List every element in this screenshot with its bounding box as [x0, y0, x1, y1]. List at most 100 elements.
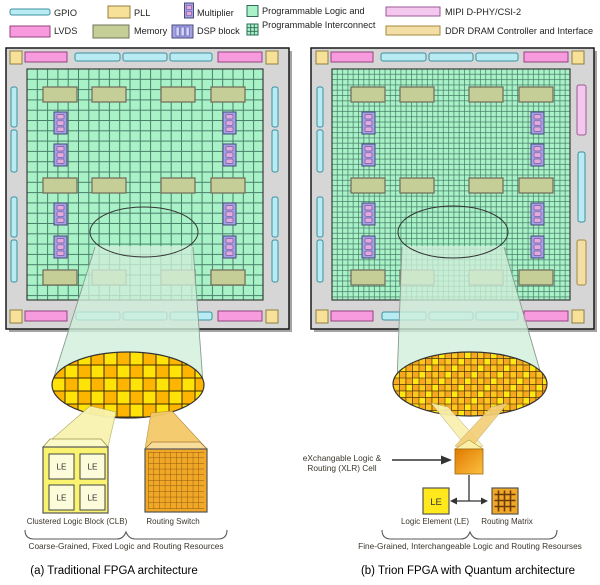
pll-corner	[265, 50, 279, 65]
right-caption: (b) Trion FPGA with Quantum architecture	[361, 565, 575, 577]
multiplier-block	[53, 143, 68, 167]
legend-label-prog-interconnect: Programmable Interconnect	[262, 20, 376, 30]
gpio-bar	[271, 196, 279, 238]
multiplier-block	[53, 111, 68, 135]
ddr-bar	[576, 239, 587, 286]
gpio-bar	[380, 52, 427, 62]
gpio-bar	[316, 239, 324, 283]
routing-switch-label: Routing Switch	[146, 517, 199, 526]
left-brace	[24, 529, 228, 540]
io-ring-sides	[316, 84, 587, 286]
memory-block	[160, 86, 196, 103]
le-label: LE	[56, 463, 67, 472]
multiplier-block	[530, 235, 545, 259]
memory-block	[468, 177, 504, 194]
xlr-label-line1: eXchangable Logic &	[303, 453, 382, 463]
programmable-interconnect-icon	[246, 23, 259, 36]
lvds-bar	[217, 310, 263, 322]
magnified-fabric-coarse	[51, 351, 205, 419]
le-cell	[422, 487, 450, 515]
le-cell	[48, 453, 75, 480]
gpio-bar	[10, 196, 18, 238]
programmable-logic-icon	[246, 5, 259, 17]
legend-item-gpio: GPIO	[9, 8, 77, 18]
legend-item-programmable: Programmable Logic and Programmable Inte…	[246, 5, 376, 36]
gpio-bar	[10, 86, 18, 128]
lvds-bar	[24, 310, 68, 322]
multiplier-block	[361, 143, 376, 167]
lvds-bar	[24, 51, 68, 63]
gpio-bar	[271, 129, 279, 173]
io-ring-top	[315, 50, 585, 65]
le-label: LE	[56, 494, 67, 503]
legend-item-lvds: LVDS	[9, 25, 77, 38]
gpio-bar	[10, 129, 18, 173]
memory-block	[518, 177, 554, 194]
gpio-bar	[428, 52, 474, 62]
multiplier-block	[530, 111, 545, 135]
gpio-bar	[122, 52, 168, 62]
memory-block	[350, 86, 386, 103]
routing-switch-roof	[144, 441, 208, 450]
pll-corner	[9, 309, 23, 324]
legend-label-dsp: DSP block	[197, 26, 240, 36]
memory-block	[518, 86, 554, 103]
gpio-bar	[10, 239, 18, 283]
routing-switch-grid	[148, 452, 204, 509]
right-brace	[381, 529, 558, 540]
legend-item-multiplier: Multiplier	[184, 2, 234, 19]
memory-block	[350, 269, 386, 286]
multiplier-block	[361, 235, 376, 259]
lvds-bar	[217, 51, 263, 63]
left-magnifier	[51, 206, 205, 419]
left-detail: LE LE LE LE Clustered Logic Block (CLB) …	[24, 405, 228, 577]
legend-label-gpio: GPIO	[54, 8, 77, 18]
memory-block	[210, 177, 246, 194]
legend-item-pll: PLL	[107, 5, 150, 19]
memory-block	[518, 269, 554, 286]
le-label: LE	[430, 497, 442, 508]
clb-roof	[42, 438, 109, 448]
zoom-cone	[52, 246, 203, 382]
multiplier-block	[530, 143, 545, 167]
legend-label-lvds: LVDS	[54, 26, 77, 36]
legend-label-ddr: DDR DRAM Controller and Interface	[445, 26, 593, 36]
le-cell	[79, 484, 106, 511]
memory-block	[399, 177, 435, 194]
mipi-bar	[576, 84, 587, 136]
gpio-bar	[271, 86, 279, 128]
right-detail: eXchangable Logic & Routing (XLR) Cell L…	[303, 402, 582, 577]
io-ring-top	[9, 50, 279, 65]
memory-block	[350, 177, 386, 194]
legend-item-ddr: DDR DRAM Controller and Interface	[385, 25, 593, 36]
trion-fpga-chip	[310, 47, 597, 332]
magnifier-ellipse	[397, 205, 509, 259]
routing-matrix-grid	[494, 490, 516, 512]
right-magnifier	[392, 205, 548, 417]
pll-corner	[265, 309, 279, 324]
routing-matrix-box	[491, 487, 519, 515]
pll-icon	[107, 5, 131, 19]
gpio-bar	[74, 52, 121, 62]
xlr-arrow	[392, 455, 452, 465]
clb-box: LE LE LE LE	[42, 438, 109, 514]
memory-block	[468, 86, 504, 103]
le-label: LE	[87, 463, 98, 472]
lvds-bar	[523, 310, 569, 322]
legend-label-prog-logic: Programmable Logic and	[262, 6, 365, 16]
xlr-cell-body	[454, 448, 484, 475]
multiplier-block	[222, 111, 237, 135]
legend-label-multiplier: Multiplier	[197, 8, 234, 18]
legend-item-dsp: DSP block	[171, 24, 240, 39]
mipi-icon	[385, 6, 441, 17]
le-cell	[79, 453, 106, 480]
gpio-bar	[316, 129, 324, 173]
memory-block	[42, 177, 78, 194]
left-caption: (a) Traditional FPGA architecture	[30, 565, 197, 577]
memory-block	[42, 86, 78, 103]
left-brace-label: Coarse-Grained, Fixed Logic and Routing …	[28, 541, 223, 551]
pll-corner	[315, 50, 329, 65]
legend-item-mipi: MIPI D-PHY/CSI-2	[385, 6, 521, 17]
xlr-label-line2: Routing (XLR) Cell	[307, 463, 376, 473]
